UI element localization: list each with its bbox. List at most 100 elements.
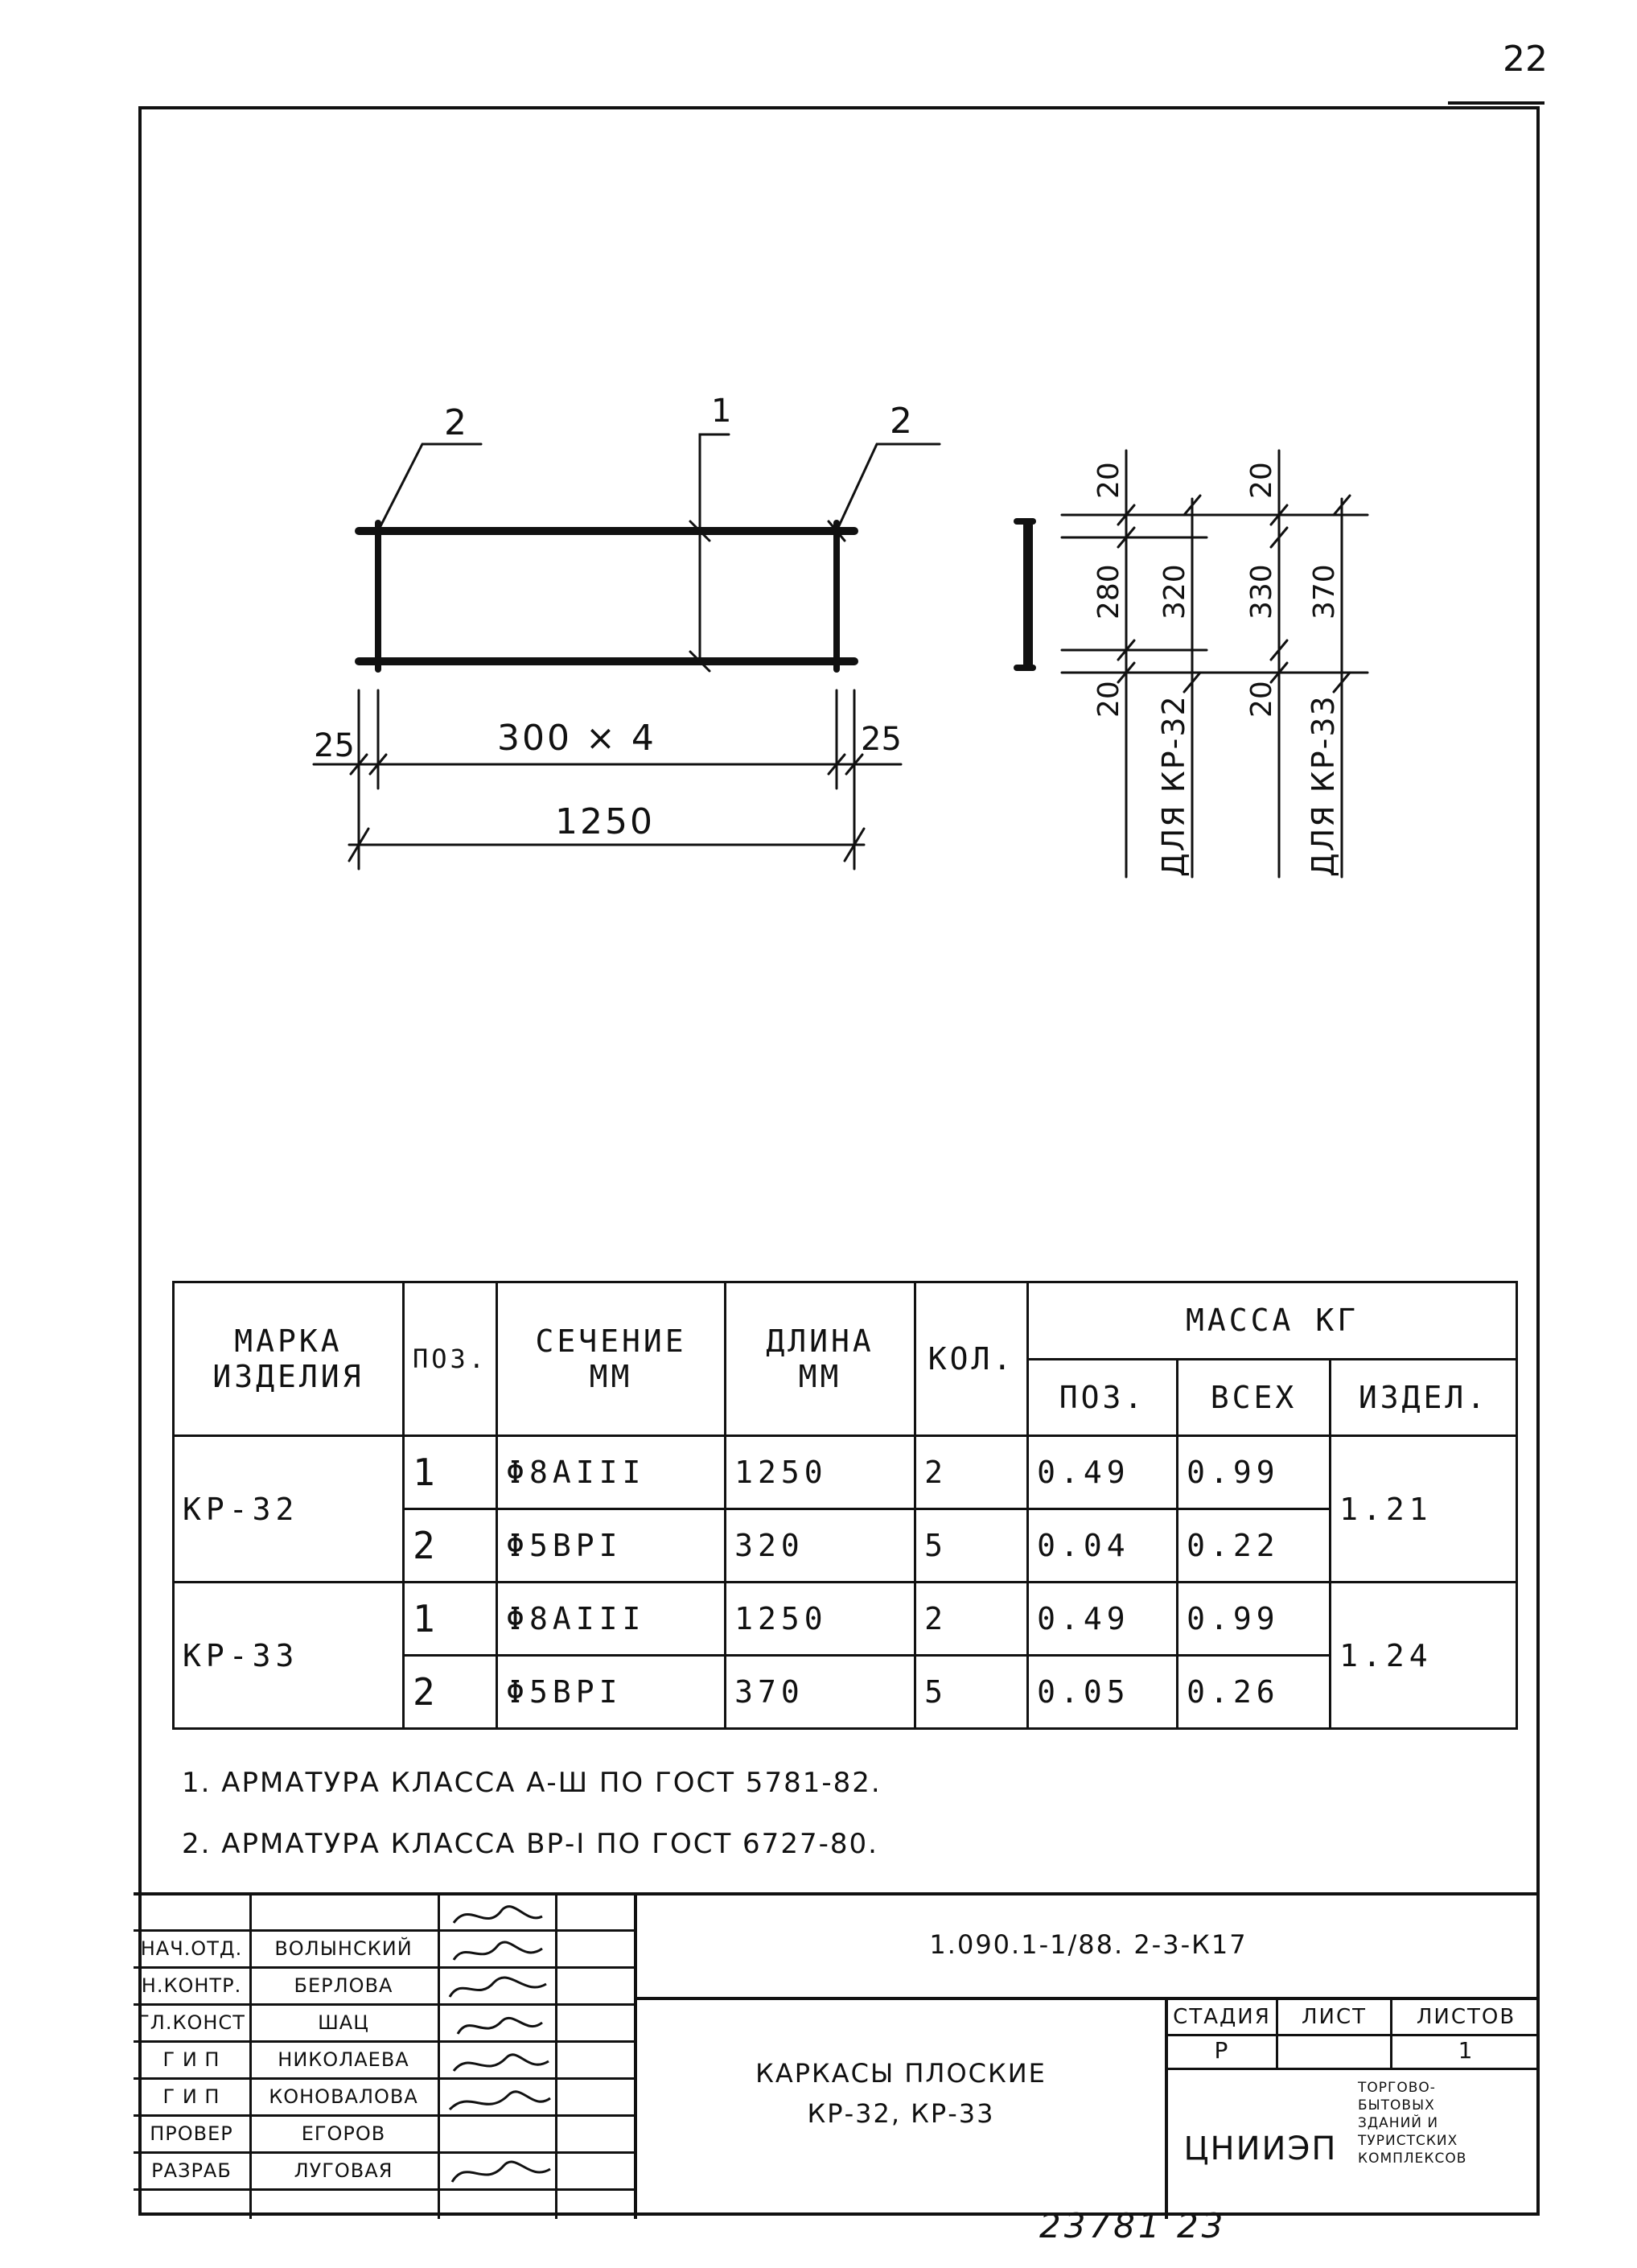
table-row: 2 Φ5BPI 320 5 0.04 0.22 xyxy=(174,1508,1517,1583)
cell-qty: 5 xyxy=(914,1508,1030,1583)
stage-label: СТАДИЯ xyxy=(1173,2005,1271,2029)
role-developer: РАЗРАБ xyxy=(151,2159,232,2182)
name-norm-control: БЕРЛОВА xyxy=(294,1974,393,1997)
header-pos: ПОЗ. xyxy=(401,1281,499,1437)
header-mass-pos: ПОЗ. xyxy=(1026,1357,1179,1437)
title-block: НАЧ.ОТД. ВОЛЫНСКИЙ Н.КОНТР. БЕРЛОВА ГЛ.К… xyxy=(134,1892,1540,2219)
cell-section: Φ5BPI xyxy=(496,1508,727,1583)
signature-4 xyxy=(456,2016,543,2035)
role-chief-designer: ГЛ.КОНСТ xyxy=(138,2011,245,2034)
cell-mass-all: 0.99 xyxy=(1176,1581,1332,1657)
header-qty: КОЛ. xyxy=(914,1281,1030,1437)
cell-mark: КР-33 xyxy=(172,1581,405,1730)
cell-qty: 2 xyxy=(914,1434,1030,1510)
role-norm-control: Н.КОНТР. xyxy=(141,1974,242,1997)
header-length: ДЛИНА ММ xyxy=(724,1281,917,1437)
stage-value: Р xyxy=(1214,2037,1230,2064)
leader-left xyxy=(376,442,483,533)
leader-middle xyxy=(698,433,730,533)
header-mass-item: ИЗДЕЛ. xyxy=(1329,1357,1519,1437)
header-section: СЕЧЕНИЕ ММ xyxy=(496,1281,727,1437)
reinforcement-drawing: 2 1 2 25 300 × 4 25 1250 20 280 320 20 Д… xyxy=(312,393,1369,879)
dim-left: 25 xyxy=(314,727,355,764)
table-row: КР-33 1 Φ8AIII 1250 2 0.49 0.99 1.24 xyxy=(172,1581,1519,1730)
cell-mass-item: 1.21 xyxy=(1329,1434,1519,1583)
signature-3 xyxy=(448,1976,547,1998)
kr33-bottom: 20 xyxy=(1245,681,1278,718)
note-1: 1. АРМАТУРА КЛАССА А-Ш ПО ГОСТ 5781-82. xyxy=(182,1767,882,1799)
name-gip-1: НИКОЛАЕВА xyxy=(278,2048,409,2071)
note-2: 2. АРМАТУРА КЛАССА ВР-I ПО ГОСТ 6727-80. xyxy=(182,1828,878,1860)
cell-section: Φ8AIII xyxy=(496,1434,727,1510)
role-checker: ПРОВЕР xyxy=(150,2122,233,2145)
cell-qty: 5 xyxy=(914,1654,1030,1730)
signature-7 xyxy=(450,2160,551,2183)
kr33-inner: 330 xyxy=(1245,564,1278,619)
sheets-label: ЛИСТОВ xyxy=(1416,2005,1516,2029)
drawing-frame xyxy=(138,106,1540,2216)
role-gip-2: Г И П xyxy=(162,2085,220,2108)
role-gip-1: Г И П xyxy=(162,2048,220,2071)
document-code: 1.090.1-1/88. 2-3-К17 xyxy=(929,1929,1248,1960)
cell-mass-item: 1.24 xyxy=(1329,1581,1519,1730)
cell-section: Φ5BPI xyxy=(496,1654,727,1730)
cell-length: 370 xyxy=(724,1654,917,1730)
header-mark: МАРКА ИЗДЕЛИЯ xyxy=(172,1281,405,1437)
cell-length: 1250 xyxy=(724,1434,917,1510)
name-chief-designer: ШАЦ xyxy=(318,2011,369,2034)
kr32-top: 20 xyxy=(1092,462,1125,499)
table-row: 2 Φ5BPI 370 5 0.05 0.26 xyxy=(174,1654,1517,1730)
organization-name: ЦНИИЭП xyxy=(1183,2130,1338,2167)
cell-mass-all: 0.22 xyxy=(1176,1508,1332,1583)
kr32-total: 320 xyxy=(1158,564,1191,619)
kr32-caption: ДЛЯ КР-32 xyxy=(1156,694,1191,877)
role-head-dept: НАЧ.ОТД. xyxy=(140,1937,243,1960)
cell-mass-all: 0.99 xyxy=(1176,1434,1332,1510)
header-mass: МАССА КГ xyxy=(1026,1281,1519,1360)
cell-mass-pos: 0.49 xyxy=(1026,1434,1179,1510)
dim-total: 1250 xyxy=(555,801,655,842)
cell-mass-pos: 0.04 xyxy=(1026,1508,1179,1583)
cell-section: Φ8AIII xyxy=(496,1581,727,1657)
sheets-value: 1 xyxy=(1458,2037,1475,2064)
cell-mark: КР-32 xyxy=(172,1434,405,1583)
cell-mass-all: 0.26 xyxy=(1176,1654,1332,1730)
leader-label-left: 2 xyxy=(444,402,467,443)
sheet-label: ЛИСТ xyxy=(1301,2005,1368,2029)
name-gip-2: КОНОВАЛОВА xyxy=(269,2085,418,2108)
dim-right: 25 xyxy=(861,721,902,758)
name-head-dept: ВОЛЫНСКИЙ xyxy=(274,1937,413,1960)
signature-2 xyxy=(452,1941,543,1961)
leader-right xyxy=(835,442,941,533)
cell-pos: 1 xyxy=(401,1581,499,1657)
page-number-underline xyxy=(1448,101,1544,105)
cell-qty: 2 xyxy=(914,1581,1030,1657)
signature-1 xyxy=(452,1905,543,1924)
kr33-total: 370 xyxy=(1308,564,1341,619)
cell-pos: 2 xyxy=(401,1508,499,1583)
cell-pos: 1 xyxy=(401,1434,499,1510)
cell-pos: 2 xyxy=(401,1654,499,1730)
table-row: КР-32 1 Φ8AIII 1250 2 0.49 0.99 1.21 xyxy=(172,1434,1519,1583)
leader-label-middle: 1 xyxy=(711,393,731,430)
kr32-inner: 280 xyxy=(1092,564,1125,619)
signature-scribbles xyxy=(448,1905,551,2183)
kr33-top: 20 xyxy=(1245,462,1278,499)
kr32-bottom: 20 xyxy=(1092,681,1125,718)
signature-6 xyxy=(448,2090,551,2111)
header-mass-all: ВСЕХ xyxy=(1176,1357,1332,1437)
leader-label-right: 2 xyxy=(890,401,912,442)
drawing-title-line2: КР-32, КР-33 xyxy=(807,2098,995,2129)
archive-number: 23781 23 xyxy=(1039,2206,1227,2245)
cell-length: 320 xyxy=(724,1508,917,1583)
drawing-title-line1: КАРКАСЫ ПЛОСКИЕ xyxy=(755,2058,1047,2089)
cell-mass-pos: 0.49 xyxy=(1026,1581,1179,1657)
organization-note: ТОРГОВО- БЫТОВЫХ ЗДАНИЙ И ТУРИСТСКИХ КОМ… xyxy=(1358,2080,1467,2167)
cell-mass-pos: 0.05 xyxy=(1026,1654,1179,1730)
page-number: 22 xyxy=(1503,39,1548,80)
cell-length: 1250 xyxy=(724,1581,917,1657)
kr33-caption: ДЛЯ КР-33 xyxy=(1306,694,1341,877)
dim-middle: 300 × 4 xyxy=(497,718,656,759)
specification-table: МАРКА ИЗДЕЛИЯ ПОЗ. СЕЧЕНИЕ ММ ДЛИНА ММ К… xyxy=(172,1281,1519,1730)
signature-5 xyxy=(452,2053,549,2072)
